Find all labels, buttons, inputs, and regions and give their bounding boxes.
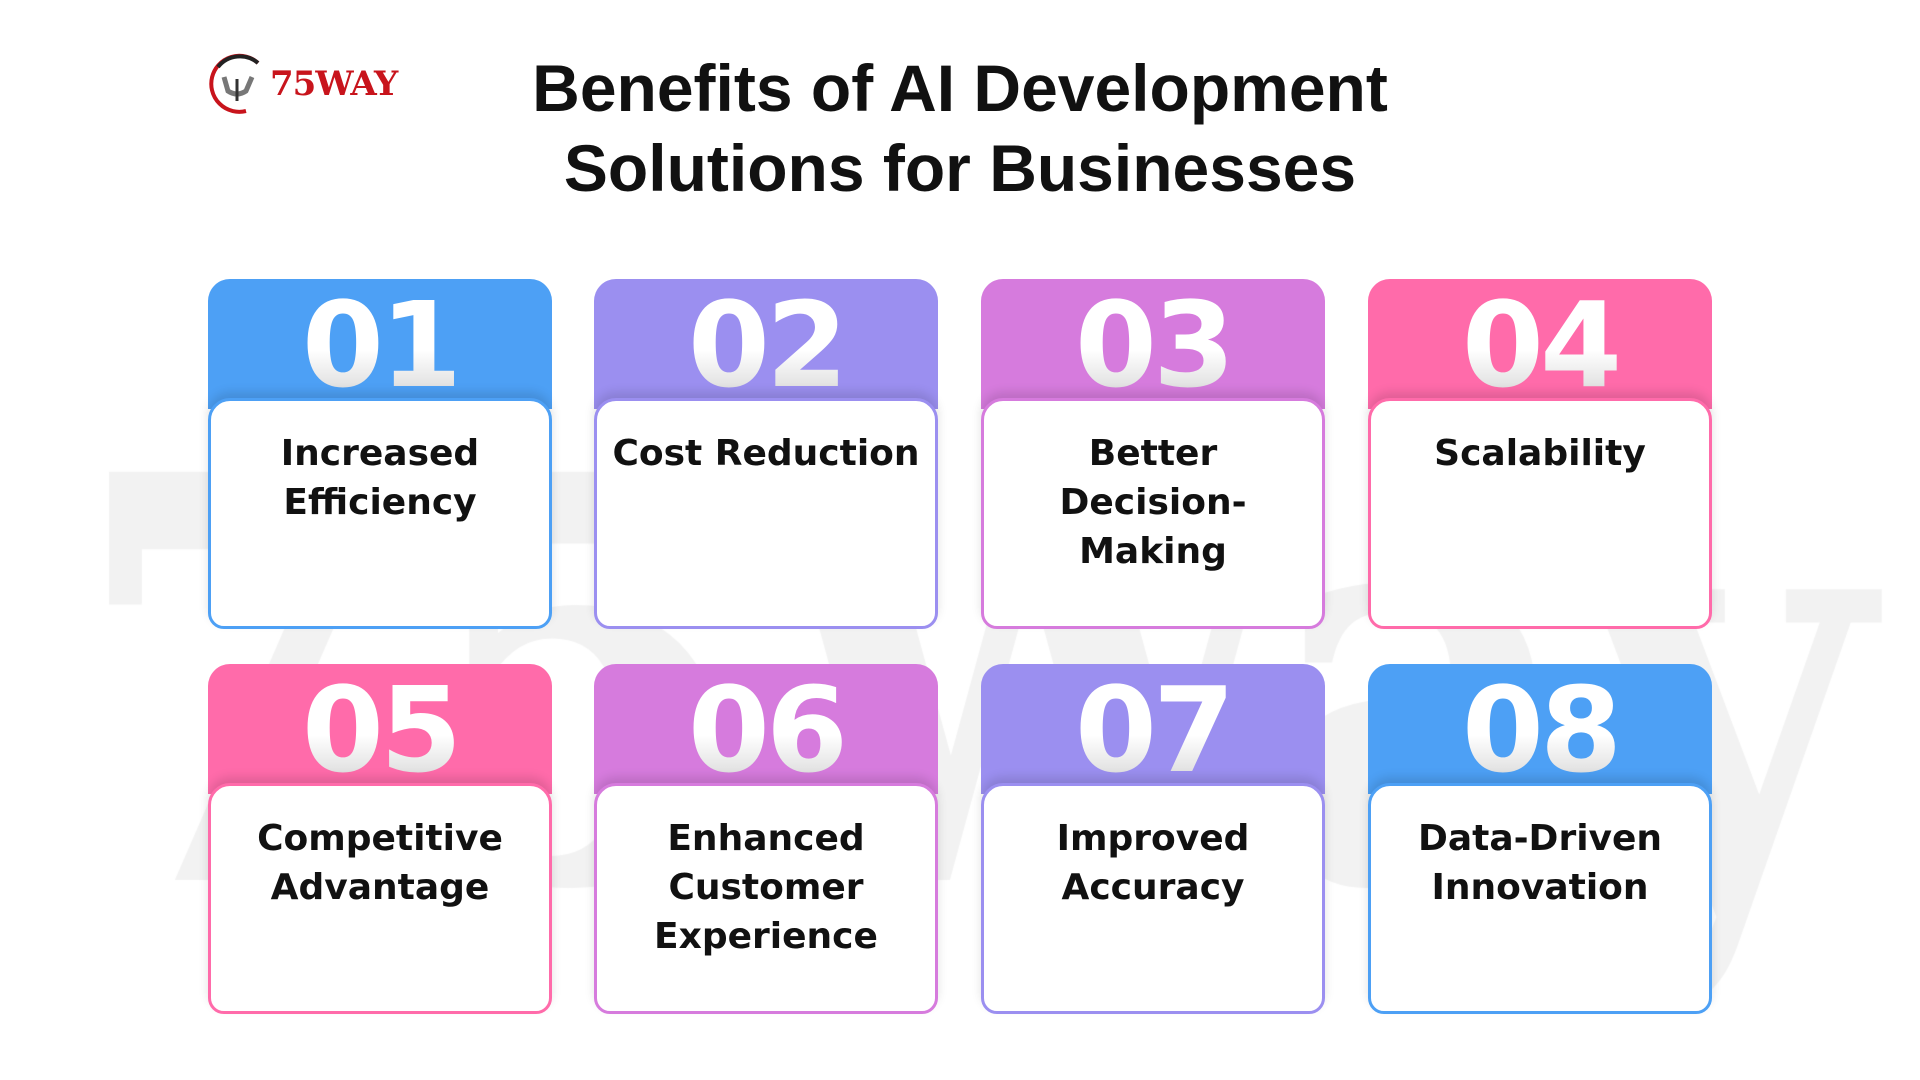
card-number: 02 — [594, 293, 938, 397]
card-body: Cost Reduction — [594, 398, 938, 629]
card-header: 06 — [594, 664, 938, 794]
logo: 75WAY — [206, 50, 398, 118]
benefit-card: 02 Cost Reduction — [594, 279, 938, 629]
card-header: 08 — [1368, 664, 1712, 794]
card-number: 04 — [1368, 293, 1712, 397]
card-label: Increased Efficiency — [280, 433, 480, 523]
card-header: 03 — [981, 279, 1325, 409]
card-number: 07 — [981, 678, 1325, 782]
benefit-card: 07 Improved Accuracy — [981, 664, 1325, 1014]
card-header: 07 — [981, 664, 1325, 794]
card-header: 05 — [208, 664, 552, 794]
card-label: Cost Reduction — [612, 433, 920, 474]
page-title: Benefits of AI Development Solutions for… — [360, 48, 1560, 208]
card-number: 06 — [594, 678, 938, 782]
card-label: Scalability — [1434, 433, 1646, 474]
card-body: Better Decision-Making — [981, 398, 1325, 629]
card-label: Competitive Advantage — [257, 818, 503, 908]
title-line-2: Solutions for Businesses — [563, 131, 1357, 205]
card-body: Competitive Advantage — [208, 783, 552, 1014]
card-header: 02 — [594, 279, 938, 409]
card-body: Scalability — [1368, 398, 1712, 629]
card-label: Improved Accuracy — [1056, 818, 1250, 908]
logo-text: 75WAY — [270, 64, 398, 104]
benefit-card: 08 Data-Driven Innovation — [1368, 664, 1712, 1014]
card-number: 03 — [981, 293, 1325, 397]
benefit-card: 03 Better Decision-Making — [981, 279, 1325, 629]
benefit-card: 01 Increased Efficiency — [208, 279, 552, 629]
card-header: 01 — [208, 279, 552, 409]
card-label: Better Decision-Making — [1059, 433, 1247, 572]
card-label: Enhanced Customer Experience — [654, 818, 878, 957]
card-body: Improved Accuracy — [981, 783, 1325, 1014]
card-number: 08 — [1368, 678, 1712, 782]
card-header: 04 — [1368, 279, 1712, 409]
benefit-card: 05 Competitive Advantage — [208, 664, 552, 1014]
card-number: 05 — [208, 678, 552, 782]
card-body: Data-Driven Innovation — [1368, 783, 1712, 1014]
title-line-1: Benefits of AI Development — [532, 51, 1388, 125]
logo-emblem-icon — [206, 53, 268, 115]
card-label: Data-Driven Innovation — [1417, 818, 1663, 908]
card-body: Increased Efficiency — [208, 398, 552, 629]
benefit-card: 06 Enhanced Customer Experience — [594, 664, 938, 1014]
card-body: Enhanced Customer Experience — [594, 783, 938, 1014]
card-number: 01 — [208, 293, 552, 397]
benefit-card: 04 Scalability — [1368, 279, 1712, 629]
